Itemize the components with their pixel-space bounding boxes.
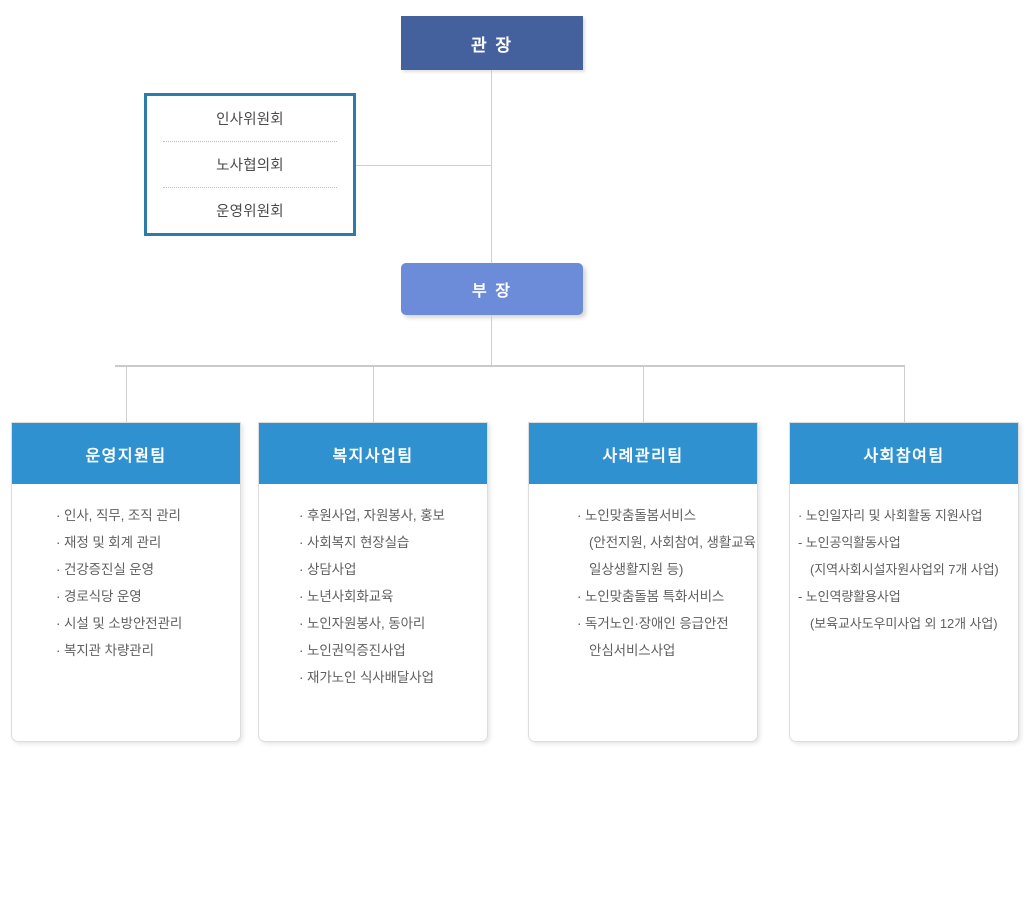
committee-item-personnel[interactable]: 인사위원회 bbox=[163, 96, 337, 141]
team-title-operations-support: 운영지원팀 bbox=[85, 447, 167, 465]
team-title-social-participation: 사회참여팀 bbox=[863, 447, 945, 465]
team-body-welfare-business: · 후원사업, 자원봉사, 홍보 · 사회복지 현장실습 · 상담사업 · 노년… bbox=[259, 484, 487, 701]
team-list-social-participation: · 노인일자리 및 사회활동 지원사업 - 노인공익활동사업 (지역사회시설자원… bbox=[798, 502, 1008, 637]
list-item: · 시설 및 소방안전관리 bbox=[56, 616, 183, 631]
list-item: - 노인역량활용사업 bbox=[798, 589, 901, 604]
committee-label-labor-management: 노사협의회 bbox=[216, 158, 284, 174]
team-list-operations-support: · 인사, 직무, 조직 관리 · 재정 및 회계 관리 · 건강증진실 운영 … bbox=[56, 502, 230, 664]
list-item: (안전지원, 사회참여, 생활교육, bbox=[589, 535, 758, 550]
connector-drop-team-1 bbox=[373, 366, 374, 422]
list-item: · 재정 및 회계 관리 bbox=[56, 535, 162, 550]
list-item: (지역사회시설자원사업외 7개 사업) bbox=[810, 562, 999, 577]
list-item: · 건강증진실 운영 bbox=[56, 562, 154, 577]
list-item: · 사회복지 현장실습 bbox=[299, 535, 410, 550]
team-card-social-participation[interactable]: 사회참여팀 · 노인일자리 및 사회활동 지원사업 - 노인공익활동사업 (지역… bbox=[789, 422, 1019, 742]
team-list-case-management: · 노인맞춤돌봄서비스 (안전지원, 사회참여, 생활교육, 일상생활지원 등)… bbox=[577, 502, 758, 664]
list-item: · 노인맞춤돌봄 특화서비스 bbox=[577, 589, 725, 604]
team-header-social-participation[interactable]: 사회참여팀 bbox=[790, 423, 1018, 484]
committee-box: 인사위원회 노사협의회 운영위원회 bbox=[144, 93, 356, 236]
team-card-case-management[interactable]: 사례관리팀 · 노인맞춤돌봄서비스 (안전지원, 사회참여, 생활교육, 일상생… bbox=[528, 422, 758, 742]
list-item: 안심서비스사업 bbox=[589, 643, 676, 658]
list-item: · 인사, 직무, 조직 관리 bbox=[56, 508, 181, 523]
committee-item-operating[interactable]: 운영위원회 bbox=[163, 187, 337, 233]
list-item: · 재가노인 식사배달사업 bbox=[299, 670, 434, 685]
list-item: · 상담사업 bbox=[299, 562, 357, 577]
team-body-social-participation: · 노인일자리 및 사회활동 지원사업 - 노인공익활동사업 (지역사회시설자원… bbox=[790, 484, 1018, 647]
team-title-welfare-business: 복지사업팀 bbox=[332, 447, 414, 465]
list-item: · 노인맞춤돌봄서비스 bbox=[577, 508, 696, 523]
team-body-case-management: · 노인맞춤돌봄서비스 (안전지원, 사회참여, 생활교육, 일상생활지원 등)… bbox=[529, 484, 757, 674]
connector-director-to-manager bbox=[491, 70, 492, 263]
committee-item-labor-management[interactable]: 노사협의회 bbox=[163, 141, 337, 187]
connector-drop-team-2 bbox=[643, 366, 644, 422]
connector-distribution-bus bbox=[115, 365, 905, 367]
list-item: · 노인자원봉사, 동아리 bbox=[299, 616, 426, 631]
list-item: (보육교사도우미사업 외 12개 사업) bbox=[810, 616, 998, 631]
team-body-operations-support: · 인사, 직무, 조직 관리 · 재정 및 회계 관리 · 건강증진실 운영 … bbox=[12, 484, 240, 674]
connector-drop-team-3 bbox=[904, 366, 905, 422]
list-item: 일상생활지원 등) bbox=[589, 562, 684, 577]
list-item: · 노인일자리 및 사회활동 지원사업 bbox=[798, 508, 983, 523]
connector-drop-team-0 bbox=[126, 366, 127, 422]
team-header-operations-support[interactable]: 운영지원팀 bbox=[12, 423, 240, 484]
list-item: · 노인권익증진사업 bbox=[299, 643, 406, 658]
team-header-case-management[interactable]: 사례관리팀 bbox=[529, 423, 757, 484]
team-card-welfare-business[interactable]: 복지사업팀 · 후원사업, 자원봉사, 홍보 · 사회복지 현장실습 · 상담사… bbox=[258, 422, 488, 742]
list-item: · 경로식당 운영 bbox=[56, 589, 142, 604]
team-title-case-management: 사례관리팀 bbox=[602, 447, 684, 465]
list-item: · 복지관 차량관리 bbox=[56, 643, 154, 658]
node-director[interactable]: 관 장 bbox=[401, 16, 583, 70]
node-manager[interactable]: 부 장 bbox=[401, 263, 583, 315]
list-item: · 독거노인·장애인 응급안전 bbox=[577, 616, 729, 631]
team-header-welfare-business[interactable]: 복지사업팀 bbox=[259, 423, 487, 484]
committee-label-personnel: 인사위원회 bbox=[216, 112, 284, 128]
committee-label-operating: 운영위원회 bbox=[216, 204, 284, 220]
connector-committee-to-spine bbox=[356, 165, 492, 166]
list-item: · 노년사회화교육 bbox=[299, 589, 394, 604]
team-card-operations-support[interactable]: 운영지원팀 · 인사, 직무, 조직 관리 · 재정 및 회계 관리 · 건강증… bbox=[11, 422, 241, 742]
team-list-welfare-business: · 후원사업, 자원봉사, 홍보 · 사회복지 현장실습 · 상담사업 · 노년… bbox=[299, 502, 477, 691]
connector-manager-to-bus bbox=[491, 315, 492, 366]
node-manager-label: 부 장 bbox=[472, 283, 512, 300]
list-item: · 후원사업, 자원봉사, 홍보 bbox=[299, 508, 445, 523]
node-director-label: 관 장 bbox=[470, 35, 513, 55]
list-item: - 노인공익활동사업 bbox=[798, 535, 901, 550]
